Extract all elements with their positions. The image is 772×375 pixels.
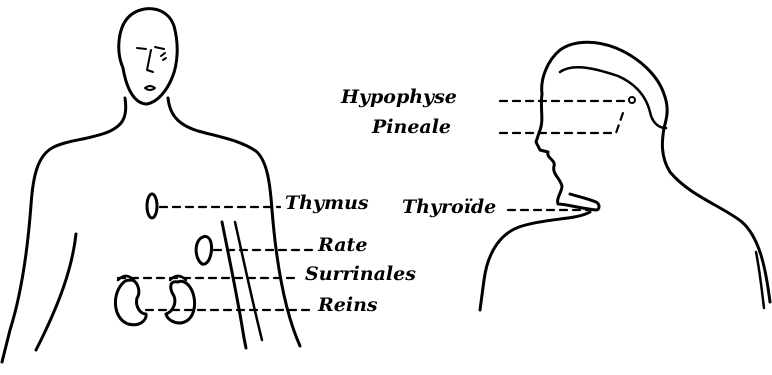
front-torso-figure bbox=[2, 9, 312, 362]
profile-head-figure bbox=[480, 42, 770, 310]
label-pineale: Pineale bbox=[372, 118, 451, 137]
label-reins: Reins bbox=[318, 296, 378, 315]
front-left-inner-arm bbox=[36, 234, 76, 350]
profile-neck-back bbox=[662, 128, 770, 302]
profile-face-outline bbox=[536, 94, 599, 210]
front-body-left-outline bbox=[2, 98, 126, 362]
spleen-organ bbox=[196, 236, 211, 264]
left-kidney-organ bbox=[115, 280, 146, 325]
profile-head-outline bbox=[542, 42, 667, 128]
pineale-leader bbox=[500, 110, 624, 133]
right-kidney-organ bbox=[166, 281, 195, 323]
front-right-inner-arm bbox=[222, 222, 246, 348]
profile-chest-outline bbox=[480, 212, 590, 310]
label-hypophyse: Hypophyse bbox=[341, 88, 457, 107]
pineal-mark bbox=[629, 97, 635, 103]
profile-hairline bbox=[560, 67, 666, 128]
front-right-inner-arm-2 bbox=[235, 222, 262, 340]
front-face-features bbox=[137, 47, 166, 90]
thymus-organ bbox=[147, 194, 157, 218]
label-thyroide: Thyroïde bbox=[402, 198, 496, 217]
label-thymus: Thymus bbox=[285, 194, 369, 213]
label-rate: Rate bbox=[318, 236, 367, 255]
label-surrenales: Surrinales bbox=[305, 265, 416, 284]
